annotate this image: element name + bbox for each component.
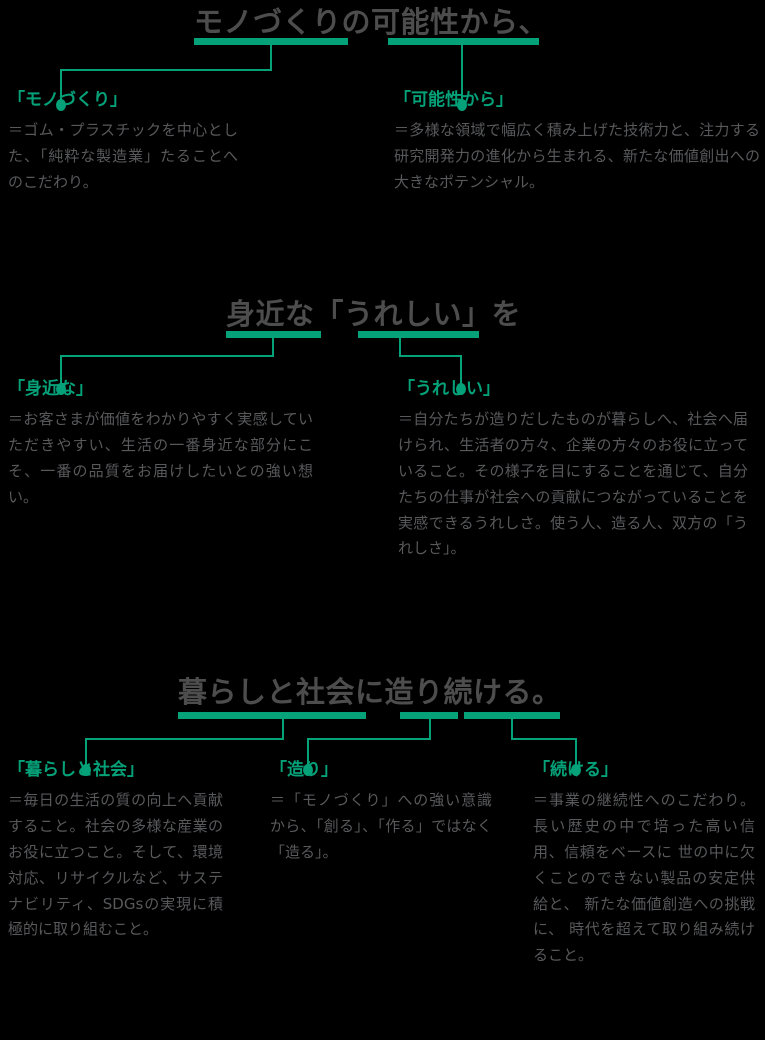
section-1-connectors (56, 38, 467, 111)
section-2-column-1: 「身近な」 ＝お客さまが価値をわかりやすく実感していただきやすい、生活の一番身近… (8, 379, 313, 511)
section-3-connectors (81, 712, 581, 776)
section-2-column-2-body: ＝自分たちが造りだしたものが暮らしへ、社会へ届けられ、生活者の方々、企業の方々の… (398, 410, 748, 558)
section-3-column-3-label: 「続ける」 (533, 760, 618, 780)
section-2-column-1-label: 「身近な」 (8, 379, 93, 399)
section-3-column-1: 「暮らしと社会」 ＝毎日の生活の質の向上へ貢献すること。社会の多様な産業のお役に… (8, 760, 223, 943)
section-1-column-2-label: 「可能性から」 (394, 90, 513, 110)
section-2-column-1-body: ＝お客さまが価値をわかりやすく実感していただきやすい、生活の一番身近な部分にこそ… (8, 410, 313, 506)
section-1-column-1: 「モノづくり」 ＝ゴム・プラスチックを中心とした、「純粋な製造業」たることへのこ… (8, 90, 238, 196)
section-1-column-2: 「可能性から」 ＝多様な領域で幅広く積み上げた技術力と、注力する研究開発力の進化… (394, 90, 760, 196)
section-3-headline: 暮らしと社会に造り続ける。 (178, 675, 562, 709)
section-2-connectors (56, 331, 466, 395)
section-2-column-2-label: 「うれしい」 (398, 379, 500, 399)
section-2-headline: 身近な「うれしい」を (226, 297, 522, 331)
section-1-headline: モノづくりの可能性から、 (194, 5, 549, 39)
section-1-underline-2 (388, 38, 539, 45)
section-3-column-1-body: ＝毎日の生活の質の向上へ貢献すること。社会の多様な産業のお役に立つこと。そして、… (8, 791, 223, 939)
section-2-column-2: 「うれしい」 ＝自分たちが造りだしたものが暮らしへ、社会へ届けられ、生活者の方々… (398, 379, 748, 562)
section-3-underline-1 (178, 712, 366, 719)
section-1-column-2-body: ＝多様な領域で幅広く積み上げた技術力と、注力する研究開発力の進化から生まれる、新… (394, 121, 760, 191)
section-2-underline-2 (358, 331, 479, 338)
section-3-column-1-label: 「暮らしと社会」 (8, 760, 144, 780)
section-3-column-2-label: 「造り」 (270, 760, 338, 780)
section-3-column-3: 「続ける」 ＝事業の継続性へのこだわり。 長い歴史の中で培った高い信用、信頼をベ… (533, 760, 755, 969)
section-3-column-2: 「造り」 ＝「モノづくり」への強い意識から、「創る」、「作る」ではなく「造る」。 (270, 760, 492, 866)
section-1-column-1-label: 「モノづくり」 (8, 90, 127, 110)
section-3-column-2-body: ＝「モノづくり」への強い意識から、「創る」、「作る」ではなく「造る」。 (270, 791, 492, 861)
section-3-column-3-body: ＝事業の継続性へのこだわり。 長い歴史の中で培った高い信用、信頼をベースに 世の… (533, 791, 755, 965)
section-1-column-1-body: ＝ゴム・プラスチックを中心とした、「純粋な製造業」たることへのこだわり。 (8, 121, 238, 191)
